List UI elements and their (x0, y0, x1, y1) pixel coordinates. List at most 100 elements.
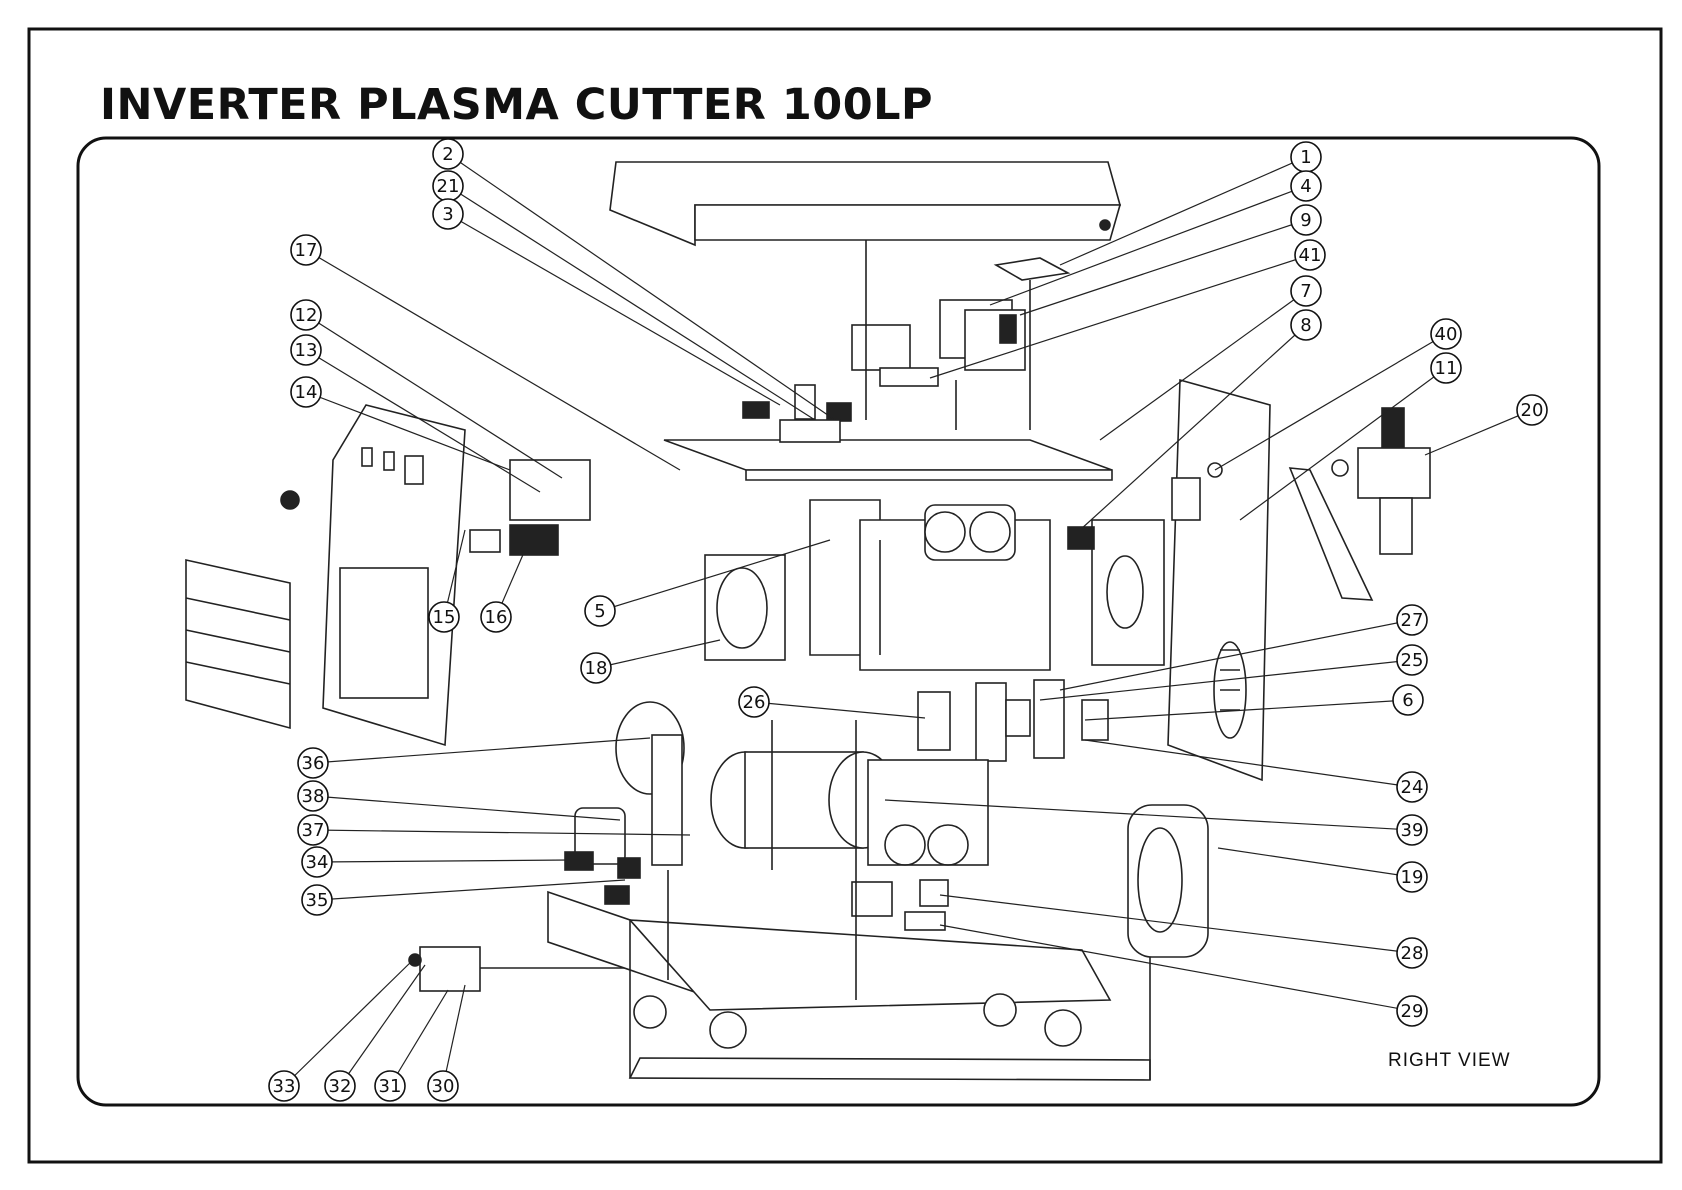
callout-5: 5 (585, 596, 615, 626)
callout-number: 13 (295, 340, 318, 361)
callout-number: 40 (1435, 324, 1458, 345)
callout-number: 27 (1401, 610, 1424, 631)
callout-number: 33 (273, 1076, 296, 1097)
callout-number: 25 (1401, 650, 1424, 671)
callout-34: 34 (302, 847, 332, 877)
terminal-block (880, 368, 938, 386)
callout-16: 16 (481, 602, 511, 632)
leader-line-26 (754, 702, 925, 718)
leader-line-33 (284, 958, 415, 1086)
callout-number: 19 (1401, 867, 1424, 888)
connector-35 (618, 858, 640, 878)
callout-11: 11 (1431, 353, 1461, 383)
leader-line-3 (448, 214, 780, 405)
callout-12: 12 (291, 300, 321, 330)
callout-number: 7 (1300, 281, 1311, 302)
callout-21: 21 (433, 171, 463, 201)
capacitor-tab (1006, 700, 1030, 736)
igbt-module-b (1034, 680, 1064, 758)
callout-14: 14 (291, 377, 321, 407)
callout-number: 28 (1401, 943, 1424, 964)
connector-34 (565, 852, 593, 870)
leader-line-37 (313, 830, 690, 835)
callout-number: 14 (295, 382, 318, 403)
front-louver (186, 560, 290, 728)
callout-number: 2 (442, 144, 453, 165)
callout-24: 24 (1397, 772, 1427, 802)
left-fan (705, 555, 785, 660)
callout-number: 8 (1300, 315, 1311, 336)
callout-number: 36 (302, 753, 325, 774)
top-cover (610, 162, 1120, 245)
heatsink-assembly (810, 500, 1050, 670)
callout-15: 15 (429, 602, 459, 632)
callout-number: 38 (302, 786, 325, 807)
callout-number: 20 (1521, 400, 1544, 421)
main-pcb-shelf (664, 385, 1112, 480)
callout-number: 6 (1402, 690, 1413, 711)
callout-number: 16 (485, 607, 508, 628)
callout-number: 3 (442, 204, 453, 225)
callout-number: 11 (1435, 358, 1458, 379)
leader-line-19 (1218, 848, 1412, 877)
switch-module (510, 525, 558, 555)
callout-number: 26 (743, 692, 766, 713)
callout-9: 9 (1291, 205, 1321, 235)
relay (852, 325, 910, 370)
leader-line-34 (317, 860, 570, 862)
potentiometer (470, 530, 500, 552)
callout-13: 13 (291, 335, 321, 365)
rear-switch (1172, 478, 1200, 520)
callout-27: 27 (1397, 605, 1427, 635)
callout-number: 5 (594, 601, 605, 622)
callout-28: 28 (1397, 938, 1427, 968)
blower (1128, 805, 1208, 957)
callout-number: 41 (1299, 245, 1322, 266)
callout-number: 15 (433, 607, 456, 628)
callout-number: 37 (302, 820, 325, 841)
callout-4: 4 (1291, 171, 1321, 201)
rear-fan (1092, 520, 1164, 665)
callout-41: 41 (1295, 240, 1325, 270)
transformer (940, 300, 1025, 370)
callout-number: 21 (437, 176, 460, 197)
callout-20: 20 (1517, 395, 1547, 425)
callout-32: 32 (325, 1071, 355, 1101)
callout-number: 29 (1401, 1001, 1424, 1022)
trolley (548, 885, 1150, 1080)
leader-line-32 (340, 965, 425, 1086)
machine-parts (186, 162, 1430, 1080)
callout-35: 35 (302, 885, 332, 915)
callout-38: 38 (298, 781, 328, 811)
air-regulator (1332, 408, 1430, 554)
callout-19: 19 (1397, 862, 1427, 892)
callout-2: 2 (433, 139, 463, 169)
callout-number: 4 (1300, 176, 1311, 197)
callout-number: 9 (1300, 210, 1311, 231)
output-reactor (616, 702, 684, 865)
callout-number: 18 (585, 658, 608, 679)
callout-8: 8 (1291, 310, 1321, 340)
callout-number: 1 (1300, 147, 1311, 168)
connector-35b (605, 886, 629, 904)
callout-number: 31 (379, 1076, 402, 1097)
callout-number: 17 (295, 240, 318, 261)
callout-30: 30 (428, 1071, 458, 1101)
front-panel (281, 405, 465, 745)
callout-26: 26 (739, 687, 769, 717)
leader-line-36 (313, 738, 650, 763)
igbt-module-a (976, 683, 1006, 761)
pfc-transformer (868, 760, 988, 865)
diode-module (918, 692, 950, 750)
callout-36: 36 (298, 748, 328, 778)
thermal-pad (996, 258, 1068, 280)
callout-number: 39 (1401, 820, 1424, 841)
callout-3: 3 (433, 199, 463, 229)
callout-37: 37 (298, 815, 328, 845)
callout-number: 30 (432, 1076, 455, 1097)
callout-33: 33 (269, 1071, 299, 1101)
leader-line-20 (1425, 410, 1532, 455)
display-pcb (510, 460, 590, 520)
